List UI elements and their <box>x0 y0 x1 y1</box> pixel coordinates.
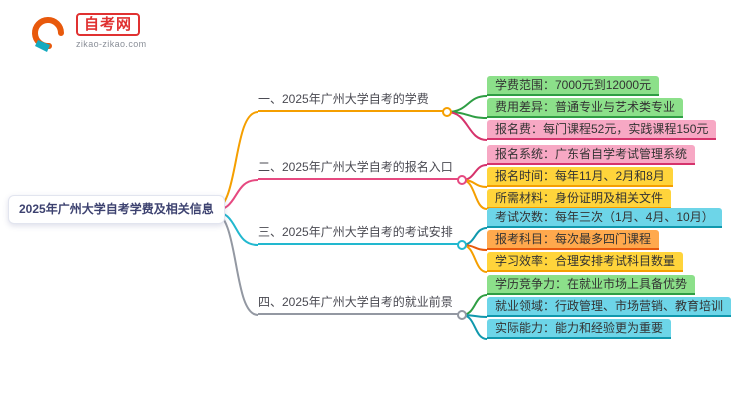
node-dot <box>457 310 467 320</box>
leaf-node: 报考科目：每次最多四门课程 <box>487 230 660 250</box>
leaf-node: 报名费：每门课程52元，实践课程150元 <box>487 120 717 140</box>
branch-topic-fees: 一、2025年广州大学自考的学费 <box>258 90 443 112</box>
connector-line <box>461 164 488 181</box>
leaf-node: 实际能力：能力和经验更为重要 <box>487 319 672 339</box>
leaf-node: 考试次数：每年三次（1月、4月、10月） <box>487 208 722 228</box>
connector-line <box>211 210 259 316</box>
connector-line <box>446 111 488 119</box>
connector-line <box>461 227 488 246</box>
leaf-node: 报名时间：每年11月、2月和8月 <box>487 167 673 187</box>
node-dot <box>457 240 467 250</box>
connector-line <box>446 95 488 113</box>
leaf-node: 学费范围：7000元到12000元 <box>487 76 660 96</box>
branch-topic-signup: 二、2025年广州大学自考的报名入口 <box>258 158 458 180</box>
site-logo: 自考网 zikao-zikao.com <box>28 13 147 53</box>
graduation-logo-icon <box>32 17 64 52</box>
node-dot <box>457 175 467 185</box>
leaf-node: 所需材料：身份证明及相关文件 <box>487 189 672 209</box>
connector-line <box>446 111 488 141</box>
leaf-node: 报名系统：广东省自学考试管理系统 <box>487 145 696 165</box>
connector-line <box>461 179 488 210</box>
root-topic: 2025年广州大学自考学费及相关信息 <box>8 195 225 224</box>
connector-line <box>461 179 488 188</box>
node-dot <box>442 107 452 117</box>
leaf-node: 学历竞争力：在就业市场上具备优势 <box>487 275 696 295</box>
leaf-node: 费用差异：普通专业与艺术类专业 <box>487 98 684 118</box>
leaf-node: 就业领域：行政管理、市场营销、教育培训 <box>487 297 732 317</box>
connector-line <box>461 244 488 273</box>
branch-topic-employment: 四、2025年广州大学自考的就业前景 <box>258 293 458 315</box>
connector-line <box>461 314 488 340</box>
connector-line <box>461 314 488 318</box>
leaf-node: 学习效率：合理安排考试科目数量 <box>487 252 684 272</box>
site-name: 自考网 <box>76 13 141 36</box>
connector-line <box>461 294 488 316</box>
branch-topic-exam-plan: 三、2025年广州大学自考的考试安排 <box>258 223 458 245</box>
connector-line <box>461 244 488 251</box>
site-domain: zikao-zikao.com <box>76 39 147 49</box>
